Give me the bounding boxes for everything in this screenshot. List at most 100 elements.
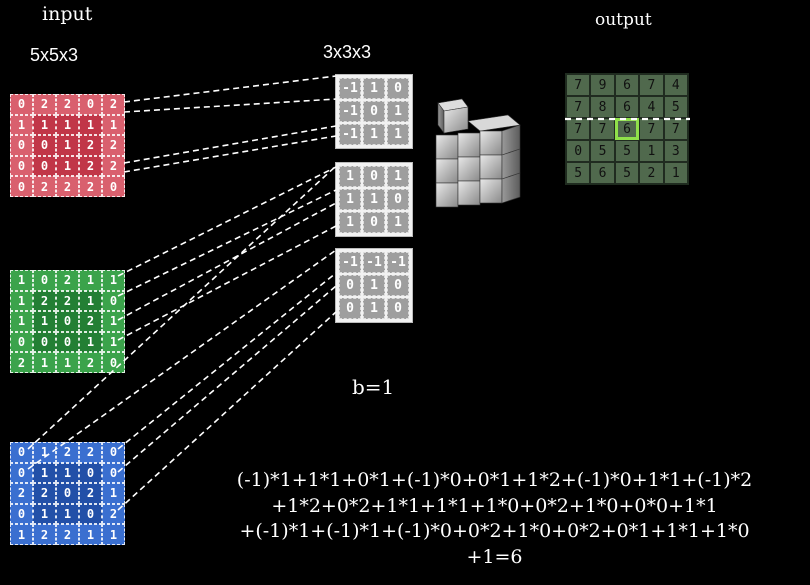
input-cell: 0 [79,462,102,484]
output-cell: 0 [566,140,591,162]
input-cell: 1 [33,352,56,373]
input-cell: 2 [33,176,56,197]
calculation-line-3: +(-1)*1+(-1)*1+(-1)*0+0*2+1*0+0*2+0*1+1*… [239,520,750,542]
output-cell: 1 [639,140,664,162]
kernel-cell: 1 [387,124,409,145]
input-cell: 1 [56,114,79,136]
kernel-cell: 1 [363,124,385,145]
output-cell: 6 [590,162,615,184]
calculation-line-2: +1*2+0*2+1*1+1*1+1*0+0*2+1*0+0*0+1*1 [271,494,718,517]
input-cell: 1 [102,524,125,545]
output-cell: 7 [639,74,664,96]
input-cell: 2 [33,483,56,504]
output-cell: 6 [614,74,640,96]
kernel-cell: 1 [363,298,385,319]
kernel-cell: 0 [339,298,361,319]
input-cell: 2 [79,155,102,177]
output-cell: 6 [614,118,640,140]
input-cell: 2 [33,524,56,545]
kernel-cell: 1 [339,166,361,187]
input-cell: 2 [102,94,125,115]
input-cell: 0 [10,155,33,177]
output-cell: 1 [663,162,688,184]
kernel-cell: 0 [363,212,385,233]
input-cell: 2 [79,176,102,197]
input-cell: 1 [56,135,79,156]
output-cell: 7 [639,118,664,140]
input-cell: 2 [79,352,102,373]
kernel-cell: -1 [339,101,361,122]
kernel-cell: 1 [363,275,385,296]
output-cell: 5 [566,162,591,184]
kernel-cell: 0 [363,101,385,122]
output-title: output [595,10,652,30]
input-cell: 1 [10,114,33,136]
kernel-cell: 1 [339,189,361,210]
kernel-cell: -1 [339,78,361,99]
output-cell: 8 [590,96,615,118]
input-cell: 1 [56,503,79,525]
input-cell: 1 [79,524,102,545]
kernel-cell: -1 [339,124,361,145]
input-cell: 0 [10,135,33,156]
input-cell: 2 [56,442,79,463]
output-cell: 6 [614,96,640,118]
input-cell: 2 [102,155,125,177]
input-cell: 1 [33,462,56,484]
kernel-cell: 1 [387,166,409,187]
input-cell: 0 [102,176,125,197]
input-cell: 0 [102,462,125,484]
kernel-cell: -1 [387,252,409,273]
output-cell: 5 [614,162,640,184]
kernel-cell: 0 [387,275,409,296]
kernel-cell: 0 [363,166,385,187]
input-cell: 2 [56,290,79,312]
input-cell: 0 [102,352,125,373]
input-cell: 1 [102,311,125,332]
calculation-text: (-1)*1+1*1+0*1+(-1)*0+0*1+1*2+(-1)*0+1*1… [182,468,807,570]
input-cell: 1 [33,114,56,136]
bias-label: b=1 [352,375,395,399]
output-cell: 5 [590,140,615,162]
input-cell: 1 [102,331,125,353]
input-cell: 2 [56,94,79,115]
input-cell: 0 [79,94,102,115]
input-cell: 1 [56,462,79,484]
input-cell: 2 [10,483,33,504]
kernel-cell: 1 [387,212,409,233]
kernel-cell: 0 [339,275,361,296]
input-cell: 0 [10,503,33,525]
input-cell: 0 [10,331,33,353]
input-cell: 2 [79,135,102,156]
input-cell: 0 [10,462,33,484]
input-cell: 2 [56,176,79,197]
input-cell: 1 [33,311,56,332]
output-cell: 7 [566,96,591,118]
input-cell: 1 [33,442,56,463]
kernel-cell: 1 [387,101,409,122]
input-cell: 2 [56,524,79,545]
input-cell: 2 [79,311,102,332]
input-cell: 0 [56,483,79,504]
input-cell: 1 [79,114,102,136]
input-cell: 1 [79,290,102,312]
input-cell: 2 [56,270,79,291]
input-cell: 2 [33,290,56,312]
input-cell: 0 [33,135,56,156]
input-cell: 2 [102,135,125,156]
input-cell: 2 [33,94,56,115]
output-cell: 5 [614,140,640,162]
input-cell: 2 [79,442,102,463]
input-cell: 1 [102,483,125,504]
kernel-dims-label: 3x3x3 [323,42,372,62]
output-cell: 3 [663,140,688,162]
kernel-cell: 1 [363,189,385,210]
input-cell: 1 [10,311,33,332]
input-cell: 1 [56,352,79,373]
